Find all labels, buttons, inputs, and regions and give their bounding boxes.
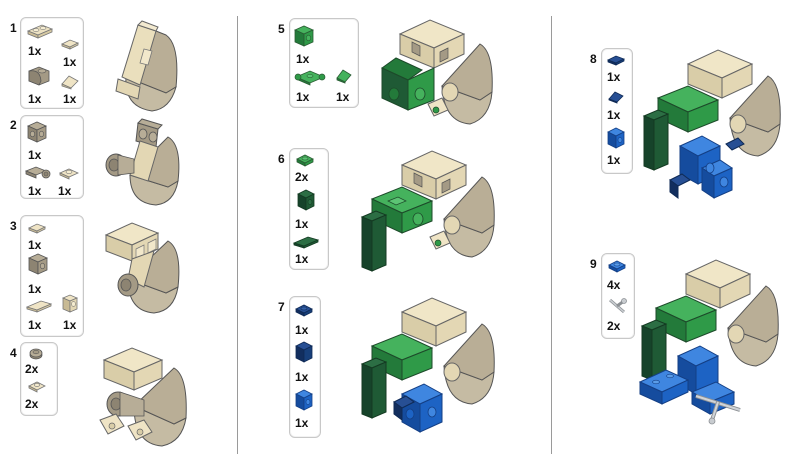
- step-2-assembly-image: [105, 118, 180, 206]
- dark-green-tile-1x2-icon: [292, 236, 320, 249]
- step-6-number: 6: [278, 152, 285, 166]
- dark-green-brick-icon: [297, 189, 315, 211]
- step-7-number: 7: [278, 300, 285, 314]
- tan-tile-1x2-icon: [25, 300, 53, 313]
- step-3-part-3-qty: 1x: [28, 318, 42, 332]
- step-2-number: 2: [10, 118, 17, 132]
- step-1-assembly-image: [115, 20, 178, 112]
- step-3-assembly-image: [104, 222, 180, 314]
- step-8-parts-list: [601, 48, 633, 174]
- green-slope-icon: [336, 69, 352, 84]
- green-plate-1x1-icon: [296, 154, 314, 167]
- step-5-number: 5: [278, 22, 285, 36]
- green-brick-studs-side-icon: [294, 25, 314, 47]
- step-4-assembly-image: [99, 347, 187, 447]
- step-2-part-3-qty: 1x: [58, 184, 72, 198]
- blue-plate-1x1-icon: [608, 260, 626, 273]
- blue-brick-studs-side-icon: [295, 389, 313, 411]
- dark-tan-round-plate-icon: [29, 348, 43, 360]
- dark-blue-slope-icon: [608, 91, 624, 104]
- step-7-part-3-qty: 1x: [295, 416, 309, 430]
- step-2-part-2-qty: 1x: [28, 184, 42, 198]
- tan-tile-1x1-icon: [28, 223, 46, 234]
- step-8-assembly-image: [642, 49, 781, 199]
- step-8-number: 8: [590, 52, 597, 66]
- dark-tan-brick-studs-side-icon: [28, 253, 48, 275]
- step-9-part-1-qty: 4x: [607, 278, 621, 292]
- blue-brick-studs-side-icon: [607, 127, 625, 149]
- column-divider-left: [237, 16, 238, 454]
- green-plate-clips-icon: [294, 70, 326, 86]
- step-9-number: 9: [590, 257, 597, 271]
- step-4-part-1-qty: 2x: [25, 362, 39, 376]
- step-1-number: 1: [10, 21, 17, 35]
- dark-blue-plate-1x1-icon: [295, 304, 313, 317]
- tan-tile-1x1-icon: [61, 39, 79, 50]
- step-7-parts-list: [289, 296, 321, 438]
- step-7-part-2-qty: 1x: [295, 370, 309, 384]
- step-8-part-2-qty: 1x: [607, 108, 621, 122]
- step-7-part-1-qty: 1x: [295, 323, 309, 337]
- tan-plate-1x2-icon: [26, 24, 54, 39]
- tan-plate-clip-icon: [28, 381, 46, 393]
- step-5-part-2-qty: 1x: [296, 90, 310, 104]
- step-1-part-1-qty: 1x: [28, 44, 42, 58]
- light-gray-bar-holder-icon: [609, 298, 627, 314]
- step-1-part-2-qty: 1x: [63, 55, 77, 69]
- tan-slope-icon: [61, 75, 79, 90]
- step-3-parts-list: [20, 215, 84, 337]
- step-6-part-1-qty: 2x: [295, 170, 309, 184]
- column-divider-right: [551, 16, 552, 454]
- step-2-part-1-qty: 1x: [28, 148, 42, 162]
- dark-tan-brick-studs-side-icon: [27, 121, 47, 143]
- step-6-parts-list: [289, 148, 329, 270]
- step-5-part-1-qty: 1x: [296, 52, 310, 66]
- dark-tan-curved-slope-icon: [28, 66, 50, 86]
- step-6-part-3-qty: 1x: [295, 252, 309, 266]
- step-3-part-1-qty: 1x: [28, 238, 42, 252]
- step-9-assembly-image: [638, 259, 779, 425]
- dark-blue-brick-icon: [295, 341, 313, 363]
- step-7-assembly-image: [360, 297, 495, 433]
- step-3-part-4-qty: 1x: [63, 318, 77, 332]
- tan-bracket-icon: [61, 294, 79, 313]
- step-6-part-2-qty: 1x: [295, 217, 309, 231]
- dark-blue-tile-1x1-icon: [607, 55, 625, 66]
- step-4-part-2-qty: 2x: [25, 397, 39, 411]
- step-5-assembly-image: [381, 19, 493, 125]
- step-9-part-2-qty: 2x: [607, 319, 621, 333]
- dark-tan-plate-pin-icon: [24, 166, 51, 179]
- step-8-part-3-qty: 1x: [607, 153, 621, 167]
- step-4-number: 4: [10, 346, 17, 360]
- step-1-part-4-qty: 1x: [63, 92, 77, 106]
- step-5-part-3-qty: 1x: [336, 90, 350, 104]
- step-3-part-2-qty: 1x: [28, 282, 42, 296]
- step-3-number: 3: [10, 219, 17, 233]
- step-6-assembly-image: [360, 150, 495, 272]
- step-8-part-1-qty: 1x: [607, 70, 621, 84]
- tan-plate-clip-icon: [59, 168, 79, 180]
- step-1-part-3-qty: 1x: [28, 92, 42, 106]
